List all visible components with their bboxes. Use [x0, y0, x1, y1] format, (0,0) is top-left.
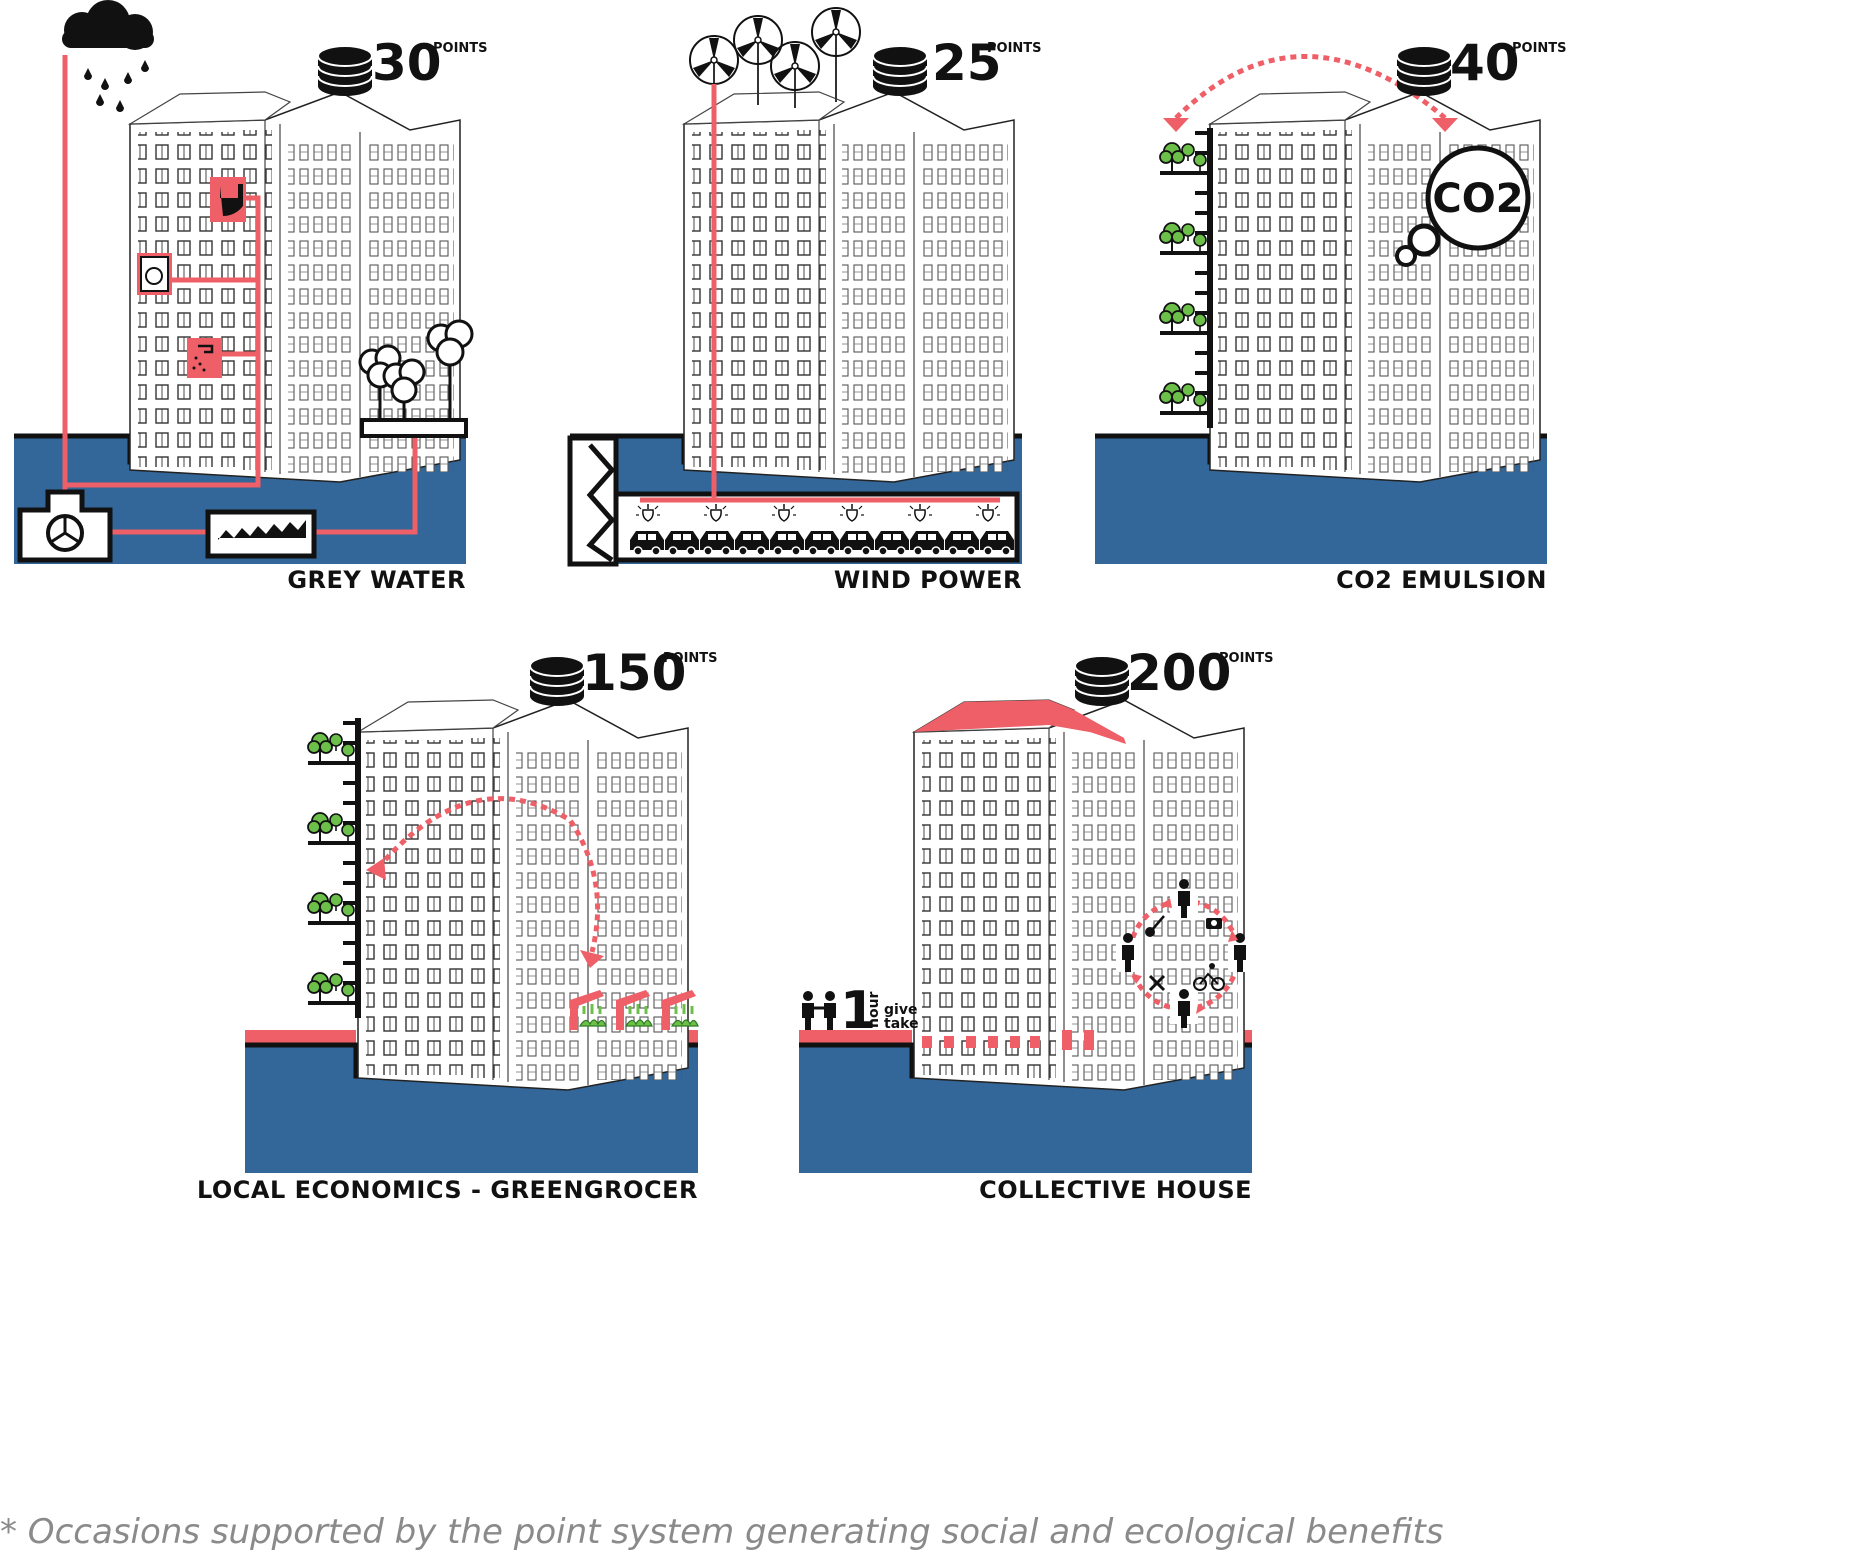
time-bank-unit: hour: [866, 991, 882, 1028]
panel-local-economics: 150 POINTS LOCAL ECONOMICS - GREENGROCER: [197, 644, 718, 1204]
power-line: [640, 84, 1000, 503]
points-value: 30: [372, 34, 442, 92]
points-unit: POINTS: [1219, 651, 1274, 666]
tools-icon: [1148, 974, 1166, 992]
bicycle-icon: [1193, 963, 1225, 991]
ground-floor-highlight: [922, 1030, 1094, 1050]
panel-title: LOCAL ECONOMICS - GREENGROCER: [197, 1176, 698, 1204]
points-value: 25: [932, 34, 1002, 92]
wind-turbines-icon: [689, 7, 861, 108]
rain-cloud-icon: [62, 0, 154, 112]
panel-co2-emulsion: CO2 40 POINTS CO2 EMULSION: [1095, 34, 1567, 594]
time-bank-number: 1: [840, 981, 876, 1041]
time-bank-take: take: [884, 1016, 919, 1032]
coins-icon: [317, 45, 373, 97]
coins-icon: [1396, 45, 1452, 97]
panel-title: GREY WATER: [287, 566, 466, 594]
co2-bubble-icon: CO2: [1395, 145, 1531, 267]
coins-icon: [1074, 655, 1130, 707]
points-unit: POINTS: [433, 41, 488, 56]
time-bank-give: give: [884, 1002, 917, 1018]
points-unit: POINTS: [663, 651, 718, 666]
tower-local-economics: [357, 699, 689, 1091]
community-circle-icon: [1116, 879, 1252, 1028]
coins-icon: [872, 45, 928, 97]
footnote: * Occasions supported by the point syste…: [0, 1512, 1444, 1552]
co2-label: CO2: [1432, 176, 1523, 222]
garden-trees-icon: [358, 319, 474, 438]
guitar-icon: [1145, 915, 1165, 937]
panel-title: CO2 EMULSION: [1336, 566, 1547, 594]
points-value: 150: [582, 644, 686, 702]
panel-collective-house: 1 hour give take: [799, 644, 1274, 1204]
points-value: 40: [1450, 34, 1520, 92]
exchange-arrow: [376, 796, 601, 953]
green-facade-icon: [308, 718, 358, 1018]
green-facade-icon: [1160, 128, 1210, 428]
points-value: 200: [1127, 644, 1231, 702]
points-unit: POINTS: [987, 41, 1042, 56]
tower-wind-power: [683, 91, 1015, 483]
camera-icon: [1206, 918, 1222, 929]
water-tank-icon: [17, 489, 113, 563]
filter-unit-icon: [205, 509, 317, 559]
panel-title: COLLECTIVE HOUSE: [979, 1176, 1252, 1204]
panel-grey-water: 30 POINTS GREY WATER: [14, 0, 488, 594]
points-unit: POINTS: [1512, 41, 1567, 56]
time-bank-icon: 1 hour give take: [802, 981, 919, 1041]
coins-icon: [529, 655, 585, 707]
shower-icon: [187, 338, 222, 378]
panel-title: WIND POWER: [834, 566, 1022, 594]
panel-wind-power: 25 POINTS WIND POWER: [567, 7, 1042, 594]
red-roof: [914, 700, 1126, 744]
